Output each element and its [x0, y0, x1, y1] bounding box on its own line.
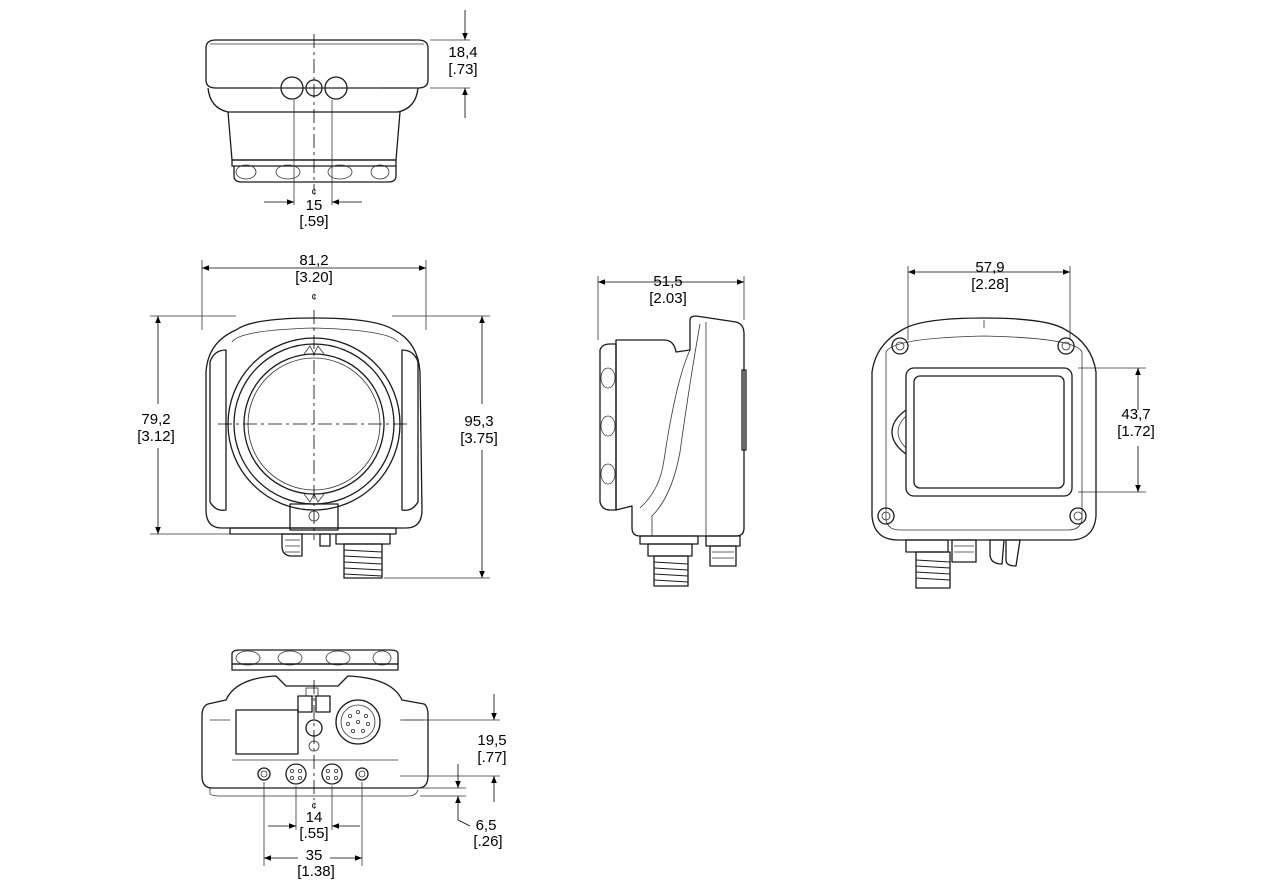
top-offset-imperial: [.59]: [299, 213, 328, 230]
front-view: 81,2 [3.20] ¢ 79,2 [3.12] 95,3 [3.75]: [128, 252, 510, 579]
rear-width-imperial: [2.28]: [971, 276, 1009, 293]
top-height-imperial: [.73]: [448, 61, 477, 78]
bottom-connector-spacing-metric: 14: [306, 809, 323, 826]
bottom-connector-spacing-imperial: [.55]: [299, 825, 328, 842]
front-body-height-metric: 79,2: [141, 411, 170, 428]
bottom-small-height-imperial: [.26]: [473, 833, 502, 850]
front-body-height-imperial: [3.12]: [137, 428, 175, 445]
front-width-imperial: [3.20]: [295, 269, 333, 286]
bottom-centerline-mark: ¢: [311, 801, 316, 811]
rear-connector-thread: [915, 559, 951, 581]
front-total-height-imperial: [3.75]: [460, 430, 498, 447]
bottom-outer-spacing-metric: 35: [306, 847, 323, 864]
bottom-m12-pins: [345, 710, 370, 734]
bottom-height-metric: 19,5: [477, 732, 506, 749]
side-view: 51,5 [2.03]: [597, 273, 747, 587]
side-connector-thread: [653, 561, 689, 583]
rear-window-height-metric: 43,7: [1121, 406, 1150, 423]
bottom-outer-spacing-imperial: [1.38]: [297, 863, 335, 880]
front-width-metric: 81,2: [299, 252, 328, 269]
front-connector-thread: [343, 549, 383, 577]
front-total-height-metric: 95,3: [464, 413, 493, 430]
bottom-small-height-metric: 6,5: [476, 817, 497, 834]
side-depth-imperial: [2.03]: [649, 290, 687, 307]
top-centerline-mark: ¢: [311, 187, 316, 197]
top-height-metric: 18,4: [448, 44, 477, 61]
rear-window-height-imperial: [1.72]: [1117, 423, 1155, 440]
front-centerline-mark: ¢: [311, 292, 316, 302]
side-depth-metric: 51,5: [653, 273, 682, 290]
top-offset-metric: 15: [306, 197, 323, 214]
rear-width-metric: 57,9: [975, 259, 1004, 276]
bottom-height-imperial: [.77]: [477, 749, 506, 766]
bottom-view: ¢ 14 [.55] 35 [1.38] 19,5 [.77] 6,5 [.26…: [201, 649, 507, 880]
rear-view: 57,9 [2.28] 43,7 [1.72]: [871, 259, 1155, 589]
top-view: ¢ 15 [.59] 18,4 [.73]: [205, 10, 478, 230]
